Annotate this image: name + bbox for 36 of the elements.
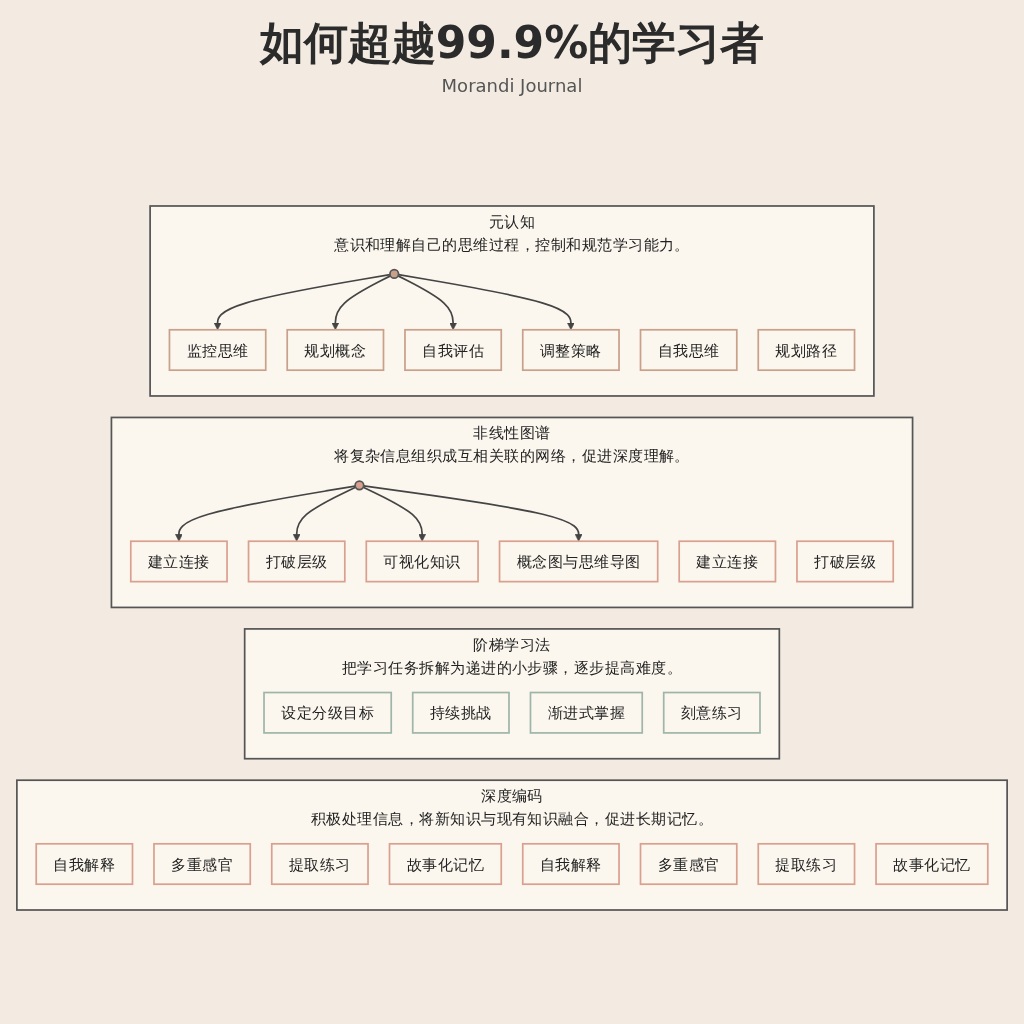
subtitle: Morandi Journal [441, 75, 583, 96]
node-box: 多重感官 [639, 842, 738, 886]
node-box: 提取练习 [757, 842, 856, 886]
node-box: 概念图与思维导图 [498, 540, 659, 583]
node-box: 提取练习 [270, 842, 369, 886]
node-box: 自我解释 [35, 842, 134, 886]
node-box: 打破层级 [247, 540, 346, 583]
arrow [213, 273, 391, 331]
arrow [331, 275, 392, 331]
node-circle [389, 268, 400, 280]
node-box: 监控思维 [168, 328, 267, 372]
node-box: 刻意练习 [662, 691, 761, 734]
node-box: 自我思维 [639, 328, 738, 372]
node-box: 设定分级目标 [263, 691, 393, 734]
title: 如何超越99.9%的学习者 [259, 16, 765, 70]
node-box: 持续挑战 [411, 691, 510, 734]
arrow [397, 273, 575, 331]
arrow [397, 275, 457, 331]
arrow [362, 485, 583, 542]
node-circle [354, 480, 365, 491]
node-box: 渐进式掌握 [529, 691, 644, 734]
arrow [175, 485, 357, 542]
node-box: 故事化记忆 [388, 842, 503, 886]
node-box: 建立连接 [678, 540, 777, 583]
node-box: 故事化记忆 [875, 842, 989, 886]
node-box: 自我解释 [521, 842, 620, 886]
node-box: 多重感官 [153, 842, 252, 886]
arrow [292, 486, 357, 542]
arrow [362, 486, 426, 542]
node-box: 规划路径 [757, 328, 856, 372]
node-box: 可视化知识 [365, 540, 479, 583]
node-box: 自我评估 [404, 328, 503, 372]
node-box: 规划概念 [286, 328, 385, 372]
node-box: 打破层级 [796, 540, 895, 583]
node-box: 建立连接 [129, 540, 228, 583]
node-box: 调整策略 [521, 328, 620, 372]
